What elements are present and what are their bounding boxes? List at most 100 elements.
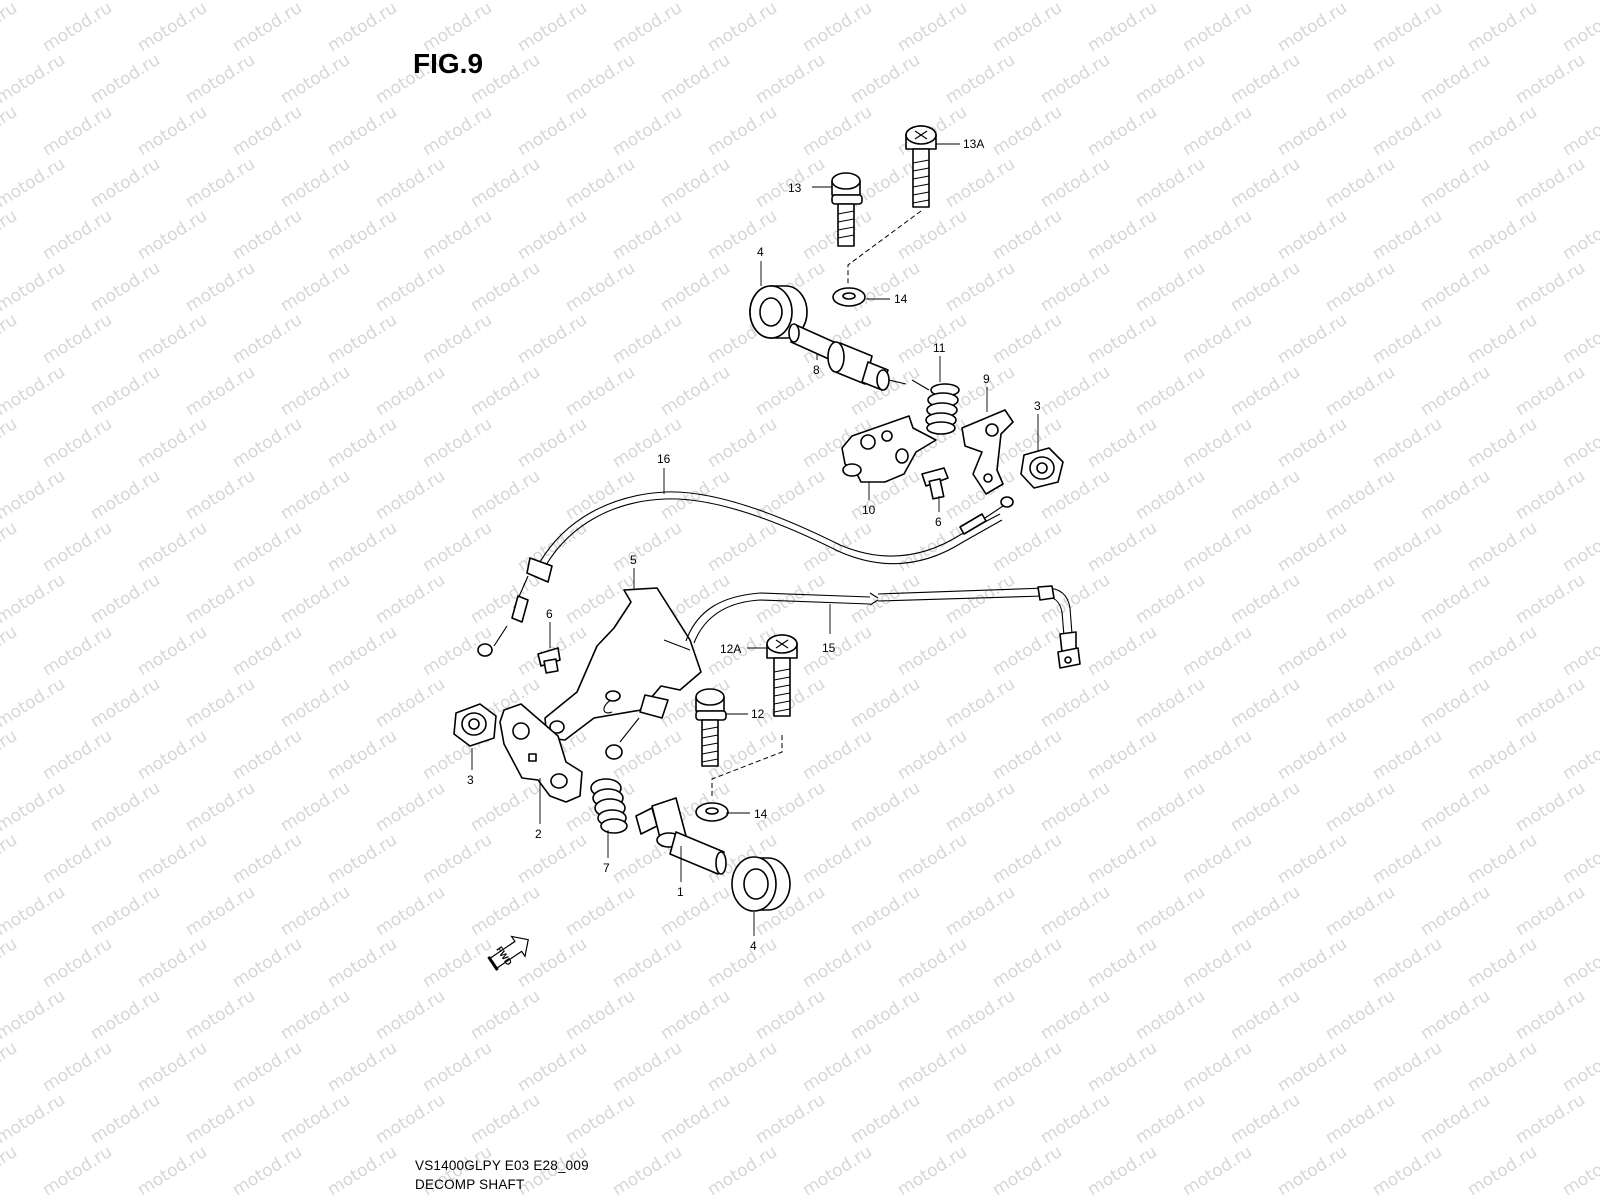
watermark-text: motod.ru (1084, 1038, 1161, 1096)
watermark-text: motod.ru (1559, 310, 1600, 368)
watermark-text: motod.ru (467, 882, 544, 940)
watermark-text: motod.ru (1179, 0, 1256, 56)
watermark-text: motod.ru (39, 934, 116, 992)
screw-6-left (537, 647, 561, 674)
watermark-text: motod.ru (1559, 726, 1600, 784)
watermark-text: motod.ru (0, 466, 69, 524)
watermark-text: motod.ru (1274, 934, 1351, 992)
watermark-text: motod.ru (989, 518, 1066, 576)
watermark-text: motod.ru (894, 934, 971, 992)
watermark-text: motod.ru (39, 0, 116, 56)
watermark-text: motod.ru (1037, 1090, 1114, 1148)
watermark-text: motod.ru (847, 258, 924, 316)
watermark-text: motod.ru (1227, 674, 1304, 732)
watermark-text: motod.ru (467, 362, 544, 420)
watermark-text: motod.ru (87, 362, 164, 420)
watermark-text: motod.ru (1369, 206, 1446, 264)
watermark-text: motod.ru (87, 882, 164, 940)
watermark-text: motod.ru (1417, 154, 1494, 212)
watermark-text: motod.ru (657, 986, 734, 1044)
watermark-text: motod.ru (1512, 674, 1589, 732)
callout-8: 8 (813, 363, 820, 377)
watermark-text: motod.ru (372, 986, 449, 1044)
watermark-text: motod.ru (1559, 414, 1600, 472)
model-code: VS1400GLPY E03 E28_009 (415, 1158, 589, 1173)
watermark-text: motod.ru (0, 1038, 21, 1096)
watermark-text: motod.ru (704, 1142, 781, 1200)
watermark-text: motod.ru (87, 986, 164, 1044)
watermark-text: motod.ru (1512, 258, 1589, 316)
watermark-text: motod.ru (324, 934, 401, 992)
watermark-text: motod.ru (277, 986, 354, 1044)
decomp-shaft-1 (635, 797, 727, 875)
watermark-text: motod.ru (657, 362, 734, 420)
callout-6-right: 6 (935, 515, 942, 529)
watermark-text: motod.ru (704, 1038, 781, 1096)
watermark-text: motod.ru (514, 0, 591, 56)
watermark-text: motod.ru (277, 466, 354, 524)
watermark-text: motod.ru (134, 102, 211, 160)
watermark-text: motod.ru (324, 726, 401, 784)
watermark-text: motod.ru (134, 830, 211, 888)
watermark-text: motod.ru (1132, 362, 1209, 420)
watermark-text: motod.ru (752, 50, 829, 108)
watermark-text: motod.ru (1464, 414, 1541, 472)
watermark-text: motod.ru (989, 622, 1066, 680)
watermark-text: motod.ru (894, 206, 971, 264)
watermark-text: motod.ru (609, 1038, 686, 1096)
watermark-text: motod.ru (277, 778, 354, 836)
watermark-text: motod.ru (942, 986, 1019, 1044)
watermark-text: motod.ru (1369, 726, 1446, 784)
watermark-text: motod.ru (0, 986, 69, 1044)
lever-2 (499, 703, 583, 803)
watermark-text: motod.ru (182, 362, 259, 420)
watermark-text: motod.ru (989, 0, 1066, 56)
watermark-text: motod.ru (657, 154, 734, 212)
watermark-text: motod.ru (1369, 518, 1446, 576)
watermark-text: motod.ru (0, 934, 21, 992)
watermark-text: motod.ru (229, 518, 306, 576)
watermark-text: motod.ru (372, 154, 449, 212)
watermark-text: motod.ru (182, 882, 259, 940)
watermark-text: motod.ru (1322, 466, 1399, 524)
watermark-text: motod.ru (847, 986, 924, 1044)
watermark-text: motod.ru (87, 570, 164, 628)
watermark-text: motod.ru (1274, 726, 1351, 784)
watermark-text: motod.ru (942, 778, 1019, 836)
watermark-text: motod.ru (1274, 206, 1351, 264)
watermark-text: motod.ru (229, 206, 306, 264)
watermark-text: motod.ru (1084, 518, 1161, 576)
watermark-text: motod.ru (514, 310, 591, 368)
watermark-text: motod.ru (657, 466, 734, 524)
watermark-text: motod.ru (609, 310, 686, 368)
watermark-text: motod.ru (182, 1090, 259, 1148)
watermark-text: motod.ru (1227, 466, 1304, 524)
callout-4-top: 4 (757, 245, 764, 259)
watermark-text: motod.ru (467, 1090, 544, 1148)
watermark-text: motod.ru (1037, 362, 1114, 420)
callout-5: 5 (630, 553, 637, 567)
watermark-text: motod.ru (1417, 258, 1494, 316)
watermark-text: motod.ru (1322, 1090, 1399, 1148)
watermark-text: motod.ru (704, 414, 781, 472)
watermark-text: motod.ru (1369, 414, 1446, 472)
watermark-text: motod.ru (1037, 778, 1114, 836)
watermark-text: motod.ru (372, 674, 449, 732)
watermark-text: motod.ru (514, 206, 591, 264)
watermark-text: motod.ru (134, 0, 211, 56)
watermark-text: motod.ru (324, 310, 401, 368)
watermark-text: motod.ru (182, 50, 259, 108)
watermark-text: motod.ru (1274, 622, 1351, 680)
callout-10: 10 (862, 503, 876, 517)
bearing-4-top (749, 285, 808, 339)
watermark-text: motod.ru (942, 154, 1019, 212)
watermark-text: motod.ru (752, 1090, 829, 1148)
watermark-text: motod.ru (1369, 830, 1446, 888)
watermark-text: motod.ru (229, 830, 306, 888)
watermark-text: motod.ru (0, 50, 69, 108)
watermark-text: motod.ru (372, 1090, 449, 1148)
watermark-text: motod.ru (372, 882, 449, 940)
watermark-text: motod.ru (87, 258, 164, 316)
watermark-text: motod.ru (1559, 102, 1600, 160)
watermark-text: motod.ru (1227, 570, 1304, 628)
